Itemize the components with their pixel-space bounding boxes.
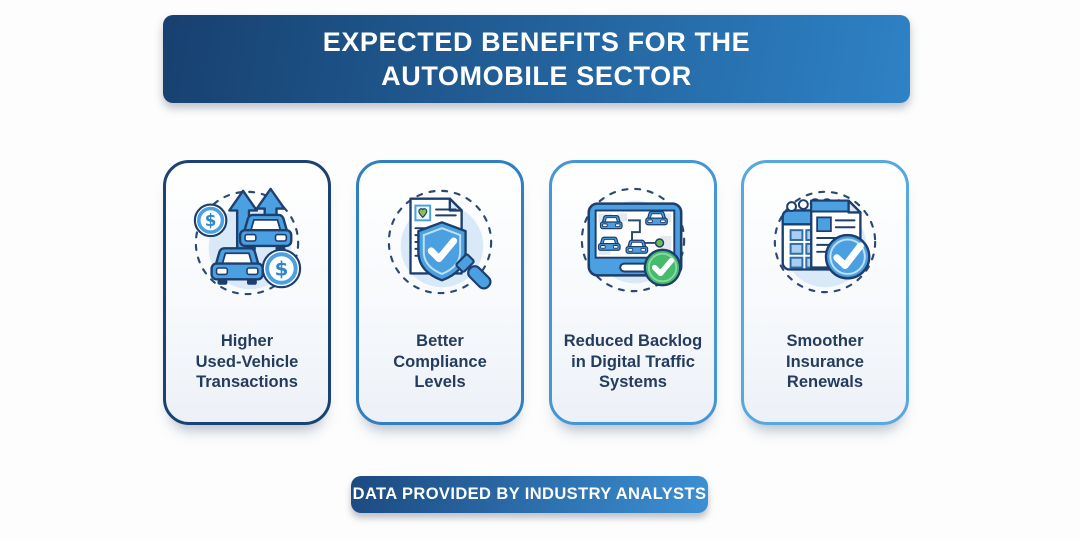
footer-badge: DATA PROVIDED BY INDUSTRY ANALYSTS (351, 476, 708, 513)
car-icon (599, 215, 623, 230)
card-label: Reduced Backlog in Digital Traffic Syste… (563, 332, 703, 391)
car-icon (645, 211, 668, 226)
route-endpoint-dot (654, 238, 665, 248)
svg-text:$: $ (205, 210, 217, 230)
dollar-coin-icon: $ (261, 248, 302, 289)
shield-check-icon (417, 221, 467, 282)
card-reduced-backlog-digital-traffic: Reduced Backlog in Digital Traffic Syste… (549, 160, 717, 425)
card-used-vehicle-transactions: $ $ Higher Used-Vehicle Transactions (163, 160, 331, 425)
card-icon-wrap (381, 181, 499, 299)
card-label: Higher Used-Vehicle Transactions (195, 332, 299, 391)
svg-text:$: $ (275, 257, 289, 280)
card-better-compliance-levels: Better Compliance Levels (356, 160, 524, 425)
magnifier-handle-icon (455, 253, 492, 290)
card-icon-wrap: $ $ (188, 181, 306, 299)
car-icon (238, 213, 293, 253)
compliance-shield-check-icon (387, 189, 493, 295)
page-title: EXPECTED BENEFITS FOR THE AUTOMOBILE SEC… (322, 27, 751, 91)
footer-label: DATA PROVIDED BY INDUSTRY ANALYSTS (352, 485, 707, 503)
card-smoother-insurance-renewals: Smoother Insurance Renewals (741, 160, 909, 425)
insurance-renewal-calendar-icon (773, 190, 877, 294)
blue-check-icon (824, 233, 871, 280)
card-icon-wrap (574, 181, 692, 299)
route-line (628, 219, 657, 244)
car-icon (597, 236, 621, 251)
heart-stamp-icon (418, 208, 428, 219)
card-label: Better Compliance Levels (393, 332, 487, 391)
card-icon-wrap (766, 181, 884, 299)
digital-traffic-system-icon (580, 187, 686, 293)
dollar-coin-icon: $ (193, 203, 228, 238)
green-check-icon (643, 248, 682, 287)
header-banner: EXPECTED BENEFITS FOR THE AUTOMOBILE SEC… (163, 15, 910, 103)
used-vehicle-transactions-icon: $ $ (193, 187, 302, 296)
card-label: Smoother Insurance Renewals (786, 332, 864, 391)
car-icon (625, 239, 649, 254)
car-icon (210, 247, 264, 286)
